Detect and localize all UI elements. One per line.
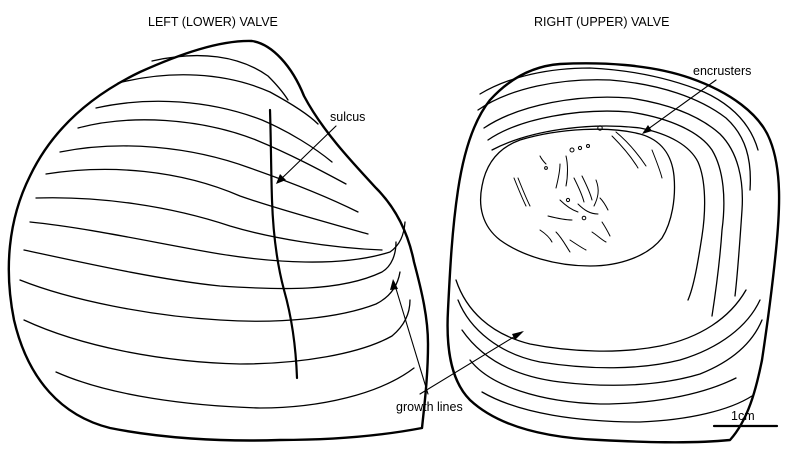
encrusters-label: encrusters <box>693 64 752 78</box>
right-growth-lines <box>455 67 763 423</box>
encrusted-area-outline <box>479 128 676 267</box>
encrusters <box>513 125 663 253</box>
scale-label: 1cm <box>731 409 755 423</box>
encrusters-arrow <box>643 79 717 133</box>
right-valve-outline <box>446 62 781 444</box>
growth-lines-label: growth lines <box>396 400 463 414</box>
left-valve <box>7 39 430 442</box>
growth-lines-arrow-left <box>393 281 429 395</box>
sulcus-line <box>268 108 299 380</box>
growth-lines-arrow-right <box>419 331 523 395</box>
sulcus-arrow <box>277 125 337 183</box>
left-valve-title: LEFT (LOWER) VALVE <box>148 15 278 29</box>
left-valve-outline <box>7 39 430 442</box>
sulcus-label: sulcus <box>330 110 366 124</box>
left-growth-lines <box>19 54 415 409</box>
leader-arrows <box>276 79 717 395</box>
right-valve <box>446 62 781 444</box>
right-valve-title: RIGHT (UPPER) VALVE <box>534 15 670 29</box>
